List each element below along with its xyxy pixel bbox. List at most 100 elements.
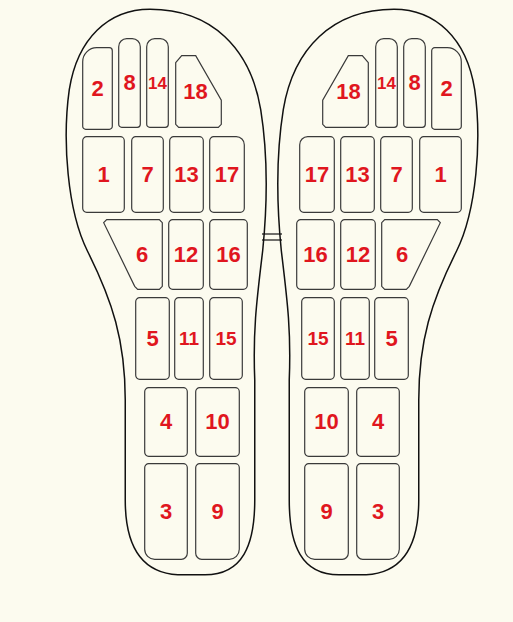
region-border — [175, 298, 204, 380]
sole-region: 14 — [375, 38, 398, 128]
sole-inner — [281, 12, 475, 572]
link-line — [262, 233, 282, 234]
region-number: 10 — [314, 411, 338, 433]
sole-region: 13 — [340, 136, 375, 213]
region-number: 13 — [345, 164, 369, 186]
sole-region: 12 — [168, 219, 204, 290]
region-border — [147, 39, 169, 128]
region-number: 7 — [390, 164, 402, 186]
region-number: 3 — [160, 501, 172, 523]
sole-region: 15 — [301, 297, 335, 380]
region-border — [136, 298, 170, 380]
sole-region: 16 — [209, 219, 248, 290]
region-number: 11 — [179, 329, 199, 348]
sole-region: 7 — [380, 136, 413, 213]
region-border — [169, 220, 204, 290]
region-border — [305, 464, 349, 560]
region-border — [210, 220, 248, 290]
region-border — [176, 56, 222, 128]
region-border — [375, 298, 409, 380]
region-number: 18 — [183, 81, 207, 103]
right-sole — [281, 12, 475, 572]
sole-region: 15 — [209, 297, 243, 380]
region-border — [357, 388, 400, 457]
region-number: 15 — [307, 329, 328, 348]
sole-region: 8 — [403, 38, 426, 128]
sole-region: 11 — [340, 297, 370, 380]
sole-region: 10 — [195, 387, 240, 457]
sole-region: 6 — [381, 219, 441, 290]
region-border — [323, 56, 369, 128]
region-number: 5 — [385, 328, 397, 350]
sole-region: 3 — [356, 463, 400, 560]
region-outline — [381, 219, 441, 290]
region-number: 8 — [123, 72, 135, 94]
region-border — [376, 39, 398, 128]
sole-outline — [281, 12, 475, 572]
region-number: 16 — [303, 244, 327, 266]
region-number: 15 — [215, 329, 236, 348]
region-number: 9 — [211, 501, 223, 523]
sole-region: 13 — [169, 136, 204, 213]
region-border — [83, 137, 125, 213]
sole-region: 2 — [431, 47, 462, 130]
sole-region: 5 — [135, 297, 170, 380]
region-number: 10 — [205, 411, 229, 433]
region-border — [357, 464, 400, 560]
sole-region: 9 — [304, 463, 349, 560]
sole-region: 1 — [419, 136, 462, 213]
region-border — [381, 137, 413, 213]
region-number: 11 — [345, 329, 365, 348]
sole-region: 14 — [146, 38, 169, 128]
region-border — [341, 137, 375, 213]
region-number: 13 — [174, 164, 198, 186]
sole-region: 2 — [82, 47, 113, 130]
sole-link — [262, 234, 282, 240]
region-border — [300, 137, 335, 213]
sole-region: 6 — [103, 219, 163, 290]
sole-region: 11 — [174, 297, 204, 380]
sole-region: 18 — [322, 55, 369, 128]
sole-region: 7 — [131, 136, 164, 213]
sole-region: 1 — [82, 136, 125, 213]
region-border — [132, 137, 164, 213]
region-border — [341, 298, 370, 380]
region-number: 12 — [174, 244, 198, 266]
region-border — [170, 137, 204, 213]
region-number: 2 — [91, 78, 103, 100]
region-number: 16 — [216, 244, 240, 266]
region-border — [404, 39, 426, 128]
sole-region: 8 — [118, 38, 141, 128]
sole-region: 17 — [209, 136, 245, 213]
region-border — [119, 39, 141, 128]
sole-inner — [69, 12, 263, 572]
region-border — [420, 137, 462, 213]
region-border — [196, 464, 240, 560]
region-border — [196, 388, 240, 457]
region-number: 5 — [146, 328, 158, 350]
region-number: 6 — [396, 244, 408, 266]
region-number: 3 — [372, 501, 384, 523]
region-border — [305, 388, 349, 457]
region-number: 8 — [408, 72, 420, 94]
sole-region: 4 — [356, 387, 400, 457]
region-border — [432, 48, 462, 130]
region-number: 14 — [148, 75, 167, 92]
region-border — [302, 298, 335, 380]
sole-region: 3 — [144, 463, 188, 560]
region-number: 4 — [160, 411, 172, 433]
region-number: 4 — [372, 411, 384, 433]
region-number: 7 — [141, 164, 153, 186]
region-border — [341, 220, 376, 290]
sole-region: 17 — [299, 136, 335, 213]
region-border — [104, 220, 163, 290]
region-number: 9 — [320, 501, 332, 523]
sole-outline — [69, 12, 263, 572]
sole-region: 5 — [374, 297, 409, 380]
region-border — [83, 48, 113, 130]
region-border — [145, 464, 188, 560]
left-sole — [69, 12, 263, 572]
region-number: 6 — [136, 244, 148, 266]
sole-region: 18 — [175, 55, 222, 128]
